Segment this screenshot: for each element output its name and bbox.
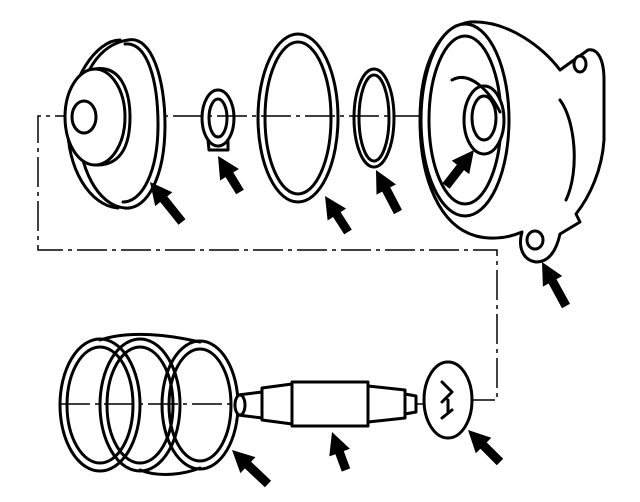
piston-pin [233,380,418,428]
callout-arrows [150,150,570,488]
large-o-ring [256,32,340,204]
arrow-housing-bore [442,150,474,189]
snap-ring [200,88,236,152]
arrow-piston-cup [150,182,186,225]
arrow-springs [232,450,272,488]
accumulator-housing [418,20,606,264]
small-o-ring [352,67,396,169]
end-plug [422,360,474,440]
routing-line [37,115,498,401]
arrow-snap-ring [218,156,244,195]
arrow-housing-boss [542,262,570,309]
piston-cup [63,38,167,210]
arrow-small-o-ring [376,170,402,215]
arrow-large-o-ring [325,196,352,235]
arrow-end-plug [468,430,504,466]
arrow-piston-pin [329,432,351,472]
